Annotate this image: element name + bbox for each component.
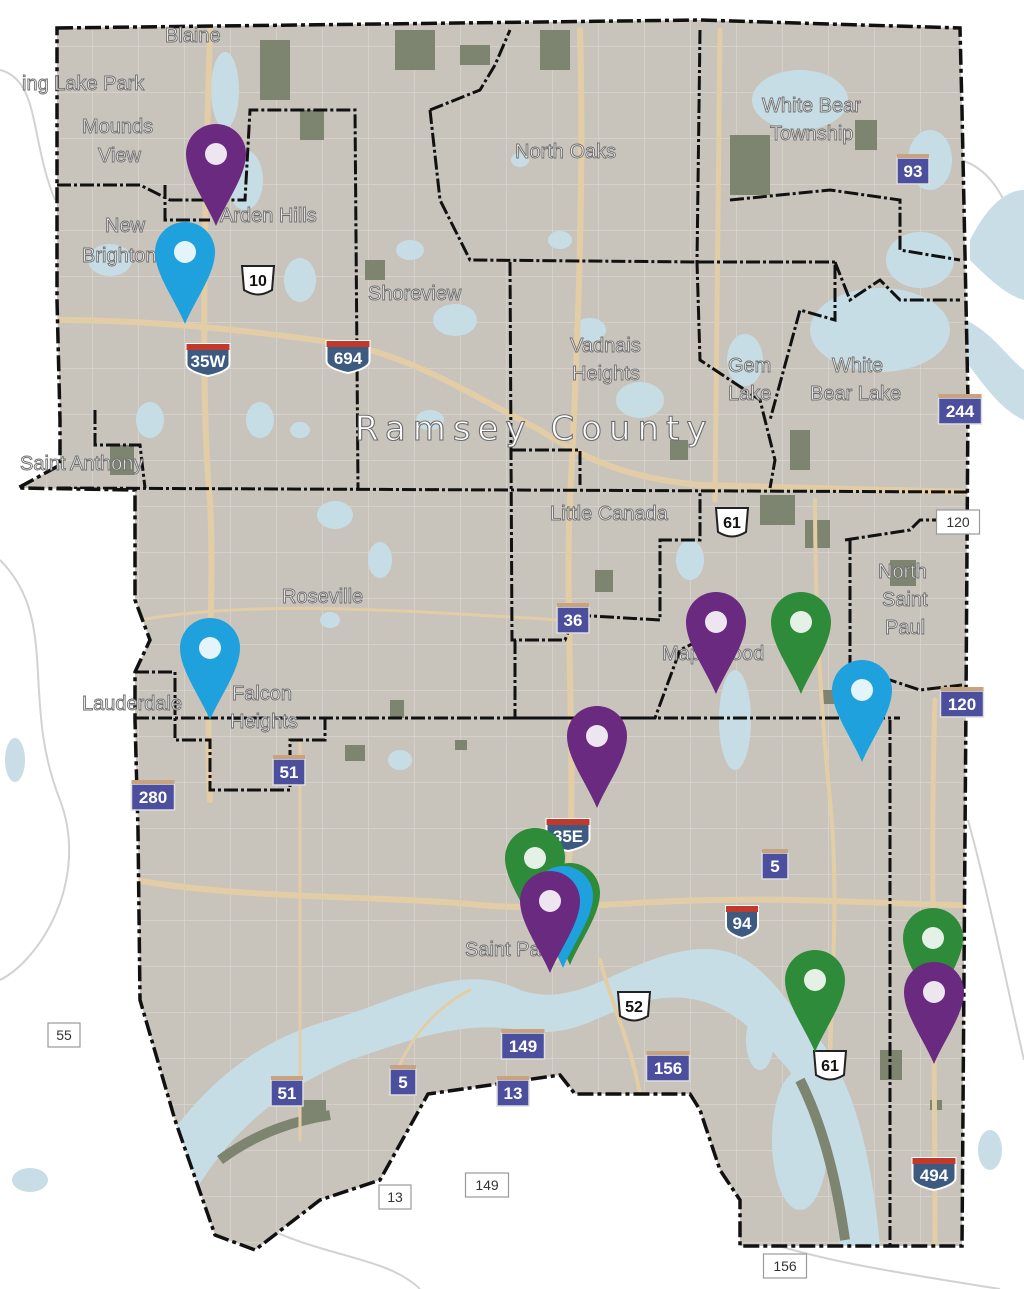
highway-shield-label: 156 [654,1059,682,1078]
highway-shield-156: 156 [762,1253,808,1279]
highway-shield-280: 280 [130,780,176,811]
map-pin-icon[interactable] [567,706,627,808]
place-label-north-oaks: North Oaks [515,141,616,163]
place-label-roseville: Roseville [282,586,363,608]
highway-shield-494: 494 [911,1157,957,1192]
highway-shield-120: 120 [939,687,985,718]
highway-shield-156: 156 [645,1051,691,1082]
place-label-mounds: Mounds [82,116,153,138]
location-markers[interactable] [155,124,964,1064]
highway-shield-52: 52 [616,991,652,1022]
highway-shield-label: 35W [191,352,227,371]
map-pin-icon[interactable] [686,592,746,694]
highway-shield-94: 94 [725,905,759,940]
highway-shield-label: 94 [733,914,752,933]
map-pin-icon[interactable] [155,222,215,324]
highway-shield-label: 10 [249,273,267,290]
map-pin-icon[interactable] [520,871,580,973]
highway-shield-93: 93 [896,154,930,185]
highway-shield-label: 120 [948,695,976,714]
highway-shield-label: 494 [920,1166,949,1185]
place-label-north: North [878,561,927,583]
highway-shield-244: 244 [937,394,983,425]
map-pin-icon[interactable] [186,124,246,226]
place-label-gem: Gem [728,355,771,377]
place-label-saint-paul: Saint Paul [465,939,556,961]
place-label-saint: Saint [882,589,928,611]
highway-shield-label: 13 [504,1084,523,1103]
highway-shield-35W: 35W [185,343,231,378]
place-label-lauderdale: Lauderdale [82,693,182,715]
highway-shield-55: 55 [47,1022,81,1048]
place-label-view: View [98,145,142,167]
map-pin-icon[interactable] [832,660,892,762]
highway-shield-120: 120 [935,509,981,535]
place-label-township: Township [770,123,853,145]
highway-shield-5: 5 [389,1065,417,1096]
place-label-paul: Paul [885,617,925,639]
map-pin-icon[interactable] [785,950,845,1052]
place-label-spring-lake-park: ing Lake Park [22,73,145,95]
highway-shield-label: 61 [821,1058,839,1075]
highway-shield-51: 51 [270,1076,304,1107]
highway-shield-694: 694 [325,340,371,375]
map-pin-icon[interactable] [179,617,241,720]
highway-shield-label: 149 [475,1177,499,1193]
highway-shield-label: 61 [723,515,741,532]
place-label-arden-hills: Arden Hills [220,205,317,227]
highway-shield-label: 149 [509,1037,537,1056]
highway-shield-label: 156 [773,1258,797,1274]
place-label-vadnais-heights: Heights [572,363,640,385]
highway-shield-61: 61 [714,507,750,538]
highway-shield-label: 5 [770,857,779,876]
highway-shield-13: 13 [378,1184,412,1210]
highway-shield-61: 61 [812,1050,848,1081]
highway-shield-label: 51 [280,763,299,782]
place-label-brighton: Brighton [82,245,157,267]
highway-shield-label: 35E [553,827,583,846]
highway-shield-36: 36 [556,603,590,634]
highway-shield-label: 55 [56,1027,72,1043]
place-label-new: New [105,215,146,237]
highway-shield-label: 51 [278,1084,297,1103]
highway-shield-label: 36 [564,611,583,630]
map-pin-icon[interactable] [904,962,964,1064]
highway-shield-label: 120 [946,514,970,530]
highway-shield-label: 93 [904,162,923,181]
highway-shield-label: 244 [946,402,975,421]
map-pin-icon[interactable] [771,592,831,694]
place-label-white-bear: White Bear [762,95,861,117]
place-label-bear-lake: Bear Lake [810,383,901,405]
highway-shields: 35W 694 35E 94 494 10 61 61 52 93 244 120 120 36 51 51 2… [47,154,985,1279]
highway-shield-label: 694 [334,349,363,368]
place-label-gem-lake: Lake [728,383,771,405]
highway-shield-label: 5 [398,1073,407,1092]
highway-shield-149: 149 [464,1172,510,1198]
highway-shield-label: 13 [387,1189,403,1205]
place-label-vadnais: Vadnais [570,335,641,357]
place-label-shoreview: Shoreview [368,283,462,305]
county-label: Ramsey County [355,409,713,449]
highway-shield-label: 280 [139,788,167,807]
place-label-saint-anthony: Saint Anthony [20,453,143,475]
highway-shield-51: 51 [272,755,306,786]
mississippi-river [140,948,880,1246]
highway-shield-10: 10 [240,265,276,296]
highway-shield-13: 13 [496,1076,530,1107]
place-label-falcon-heights: Heights [230,711,298,733]
map-pin-icon[interactable] [903,908,963,1010]
place-label-white: White [832,355,883,377]
highway-shield-5: 5 [761,849,789,880]
place-label-blaine: Blaine [165,25,221,47]
place-label-falcon: Falcon [232,683,292,705]
place-label-little-canada: Little Canada [550,503,669,525]
highway-shield-149: 149 [500,1029,546,1060]
highway-shield-label: 52 [625,999,643,1016]
